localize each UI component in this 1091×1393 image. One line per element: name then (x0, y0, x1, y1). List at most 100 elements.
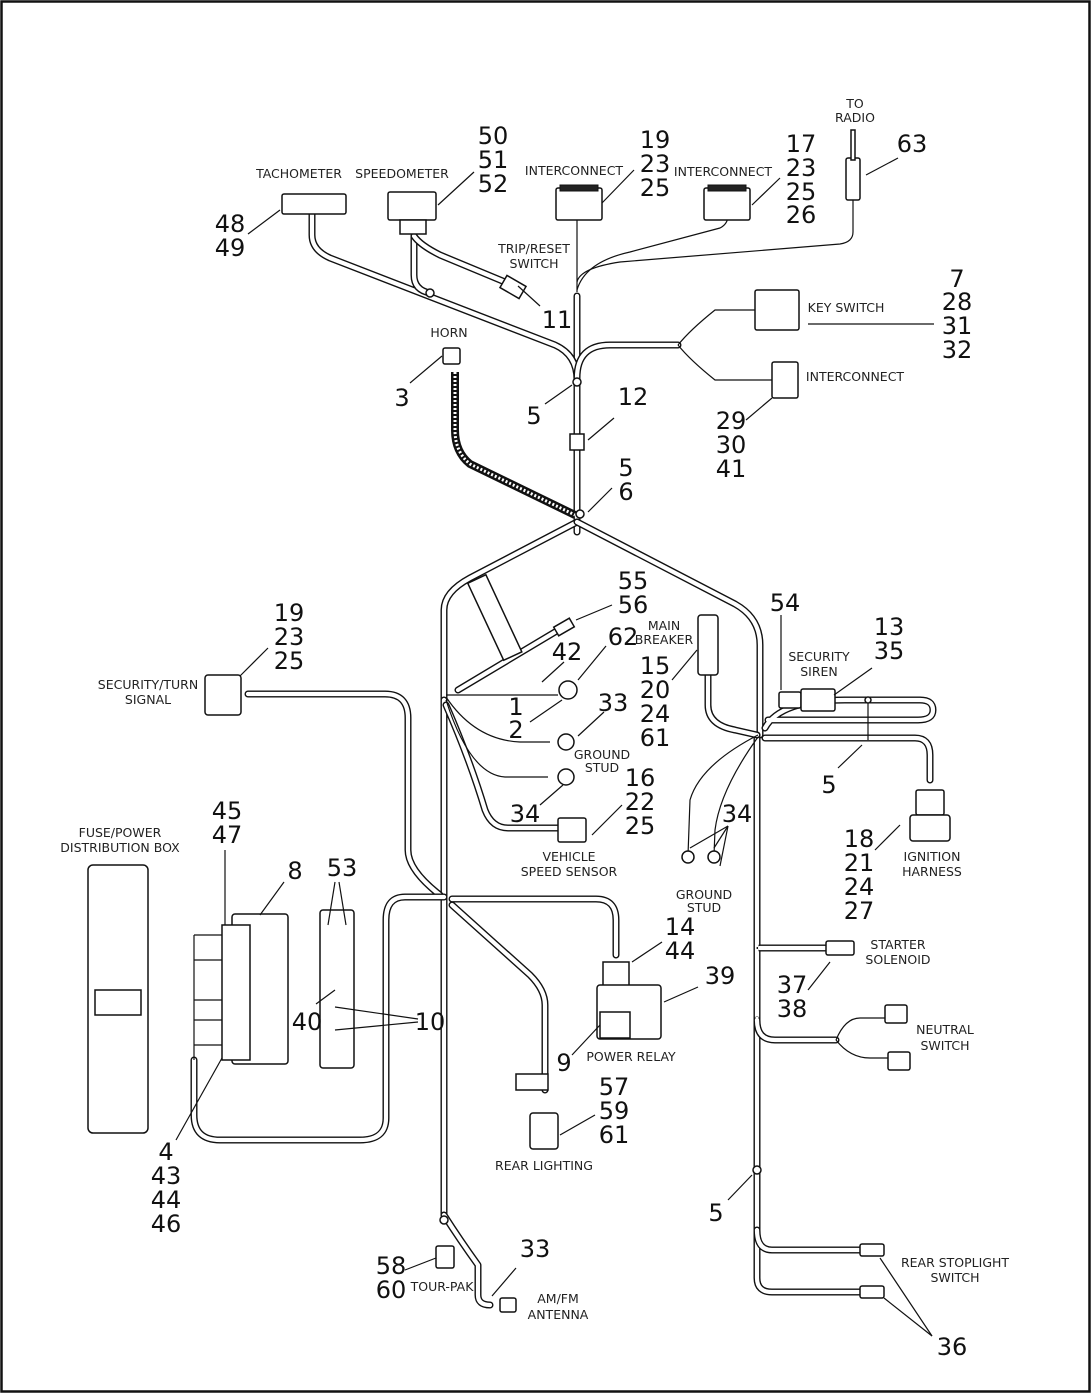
callout-10: 10 (415, 1008, 446, 1036)
callout-48: 48 (215, 210, 246, 238)
callout-52: 52 (478, 170, 509, 198)
callout-46: 46 (151, 1210, 182, 1238)
label-rear-stoplight-1: REAR STOPLIGHT (901, 1255, 1009, 1270)
callout-12: 12 (618, 383, 649, 411)
label-security-siren-1: SECURITY (788, 649, 850, 664)
callout-22: 22 (625, 788, 656, 816)
callout-40: 40 (292, 1008, 323, 1036)
callout-9: 9 (556, 1049, 571, 1077)
callout-33b: 33 (520, 1235, 551, 1263)
speedometer-connector (387, 191, 437, 221)
leader-lines (175, 157, 934, 1337)
fuse-block-8-connectors (221, 924, 251, 1061)
label-neutral-switch-2: SWITCH (920, 1038, 969, 1053)
callout-1: 1 (508, 693, 523, 721)
callout-61a: 61 (640, 724, 671, 752)
splice-5c (752, 1165, 762, 1175)
label-ground-stud-2b: STUD (687, 900, 721, 915)
label-ignition-harness-2: HARNESS (902, 864, 962, 879)
callout-25a: 25 (640, 174, 671, 202)
callout-19b: 19 (274, 599, 305, 627)
callout-21: 21 (844, 849, 875, 877)
label-ground-stud-2a: GROUND (676, 887, 732, 902)
splice-5-6 (575, 509, 585, 519)
label-starter-solenoid-2: SOLENOID (865, 952, 930, 967)
ground-stud-1b (557, 768, 575, 786)
callout-47: 47 (212, 821, 243, 849)
splice-5a (572, 377, 582, 387)
callout-61b: 61 (599, 1121, 630, 1149)
callout-25b: 25 (786, 178, 817, 206)
ground-stud-2b (707, 850, 721, 864)
tachometer-connector (281, 193, 347, 215)
plug-55 (552, 617, 576, 637)
callout-5-6b: 6 (618, 478, 633, 506)
callout-25d: 25 (625, 812, 656, 840)
callout-50: 50 (478, 122, 509, 150)
callout-36: 36 (937, 1333, 968, 1361)
callout-25c: 25 (274, 647, 305, 675)
label-vehicle-speed-sensor-1: VEHICLE (542, 849, 595, 864)
rear-stoplight-connector-1 (859, 1243, 885, 1257)
label-to-radio-1: TO (845, 96, 864, 111)
fuse-box-relay-slot (94, 989, 142, 1016)
callout-5b: 5 (821, 771, 836, 799)
callout-19a: 19 (640, 126, 671, 154)
ground-stud-1a (557, 733, 575, 751)
interconnect-connector-1 (555, 187, 603, 221)
label-ignition-harness-1: IGNITION (904, 849, 961, 864)
label-fuse-box-2: DISTRIBUTION BOX (60, 840, 180, 855)
label-interconnect-3: INTERCONNECT (806, 369, 905, 384)
label-main-breaker-1: MAIN (648, 618, 680, 633)
callout-63: 63 (897, 130, 928, 158)
horn-wire-braid (453, 372, 576, 517)
callout-58: 58 (376, 1252, 407, 1280)
fuse-block-53 (319, 909, 355, 1069)
callout-44b: 44 (151, 1186, 182, 1214)
power-relay-plug (599, 1011, 631, 1039)
vehicle-speed-sensor-connector (557, 817, 587, 843)
label-rear-stoplight-2: SWITCH (930, 1270, 979, 1285)
callout-5c: 5 (708, 1199, 723, 1227)
callout-33a: 33 (598, 689, 629, 717)
callout-54: 54 (770, 589, 801, 617)
component-labels: TO RADIO TACHOMETER SPEEDOMETER INTERCON… (60, 96, 1009, 1322)
interconnect-connector-2 (703, 187, 751, 221)
callout-55: 55 (618, 567, 649, 595)
rear-lighting-connector (529, 1112, 559, 1150)
power-relay-top (602, 961, 630, 987)
rear-lighting-clip (515, 1073, 549, 1091)
clip-12 (569, 433, 585, 451)
splice-tour-pak (439, 1215, 449, 1225)
label-security-siren-2: SIREN (800, 664, 838, 679)
ground-stud-2a (681, 850, 695, 864)
ignition-harness-body (915, 789, 945, 816)
label-main-breaker-2: BREAKER (635, 632, 694, 647)
callout-20: 20 (640, 676, 671, 704)
callout-37: 37 (777, 971, 808, 999)
label-ground-stud-1b: STUD (585, 760, 619, 775)
splice-5b (864, 696, 872, 704)
callout-57: 57 (599, 1073, 630, 1101)
callout-45: 45 (212, 797, 243, 825)
callout-7: 7 (949, 265, 964, 293)
rear-stoplight-connector-2 (859, 1285, 885, 1299)
neutral-switch-connector-1 (884, 1004, 908, 1024)
label-power-relay: POWER RELAY (586, 1049, 676, 1064)
interconnect-2-top (707, 184, 747, 192)
callout-56: 56 (618, 591, 649, 619)
callout-5-6a: 5 (618, 454, 633, 482)
label-security-turn-1: SECURITY/TURN (98, 677, 198, 692)
radio-connector (845, 157, 861, 201)
splice-speedometer (425, 288, 435, 298)
main-breaker (697, 614, 719, 676)
callout-5a: 5 (526, 402, 541, 430)
callout-13: 13 (874, 613, 905, 641)
label-trip-reset-2: SWITCH (509, 256, 558, 271)
speedometer-connector-base (399, 219, 427, 235)
callout-60: 60 (376, 1276, 407, 1304)
callout-11: 11 (542, 306, 573, 334)
label-tour-pak: TOUR-PAK (410, 1279, 475, 1294)
ground-terminal-62 (558, 680, 578, 700)
